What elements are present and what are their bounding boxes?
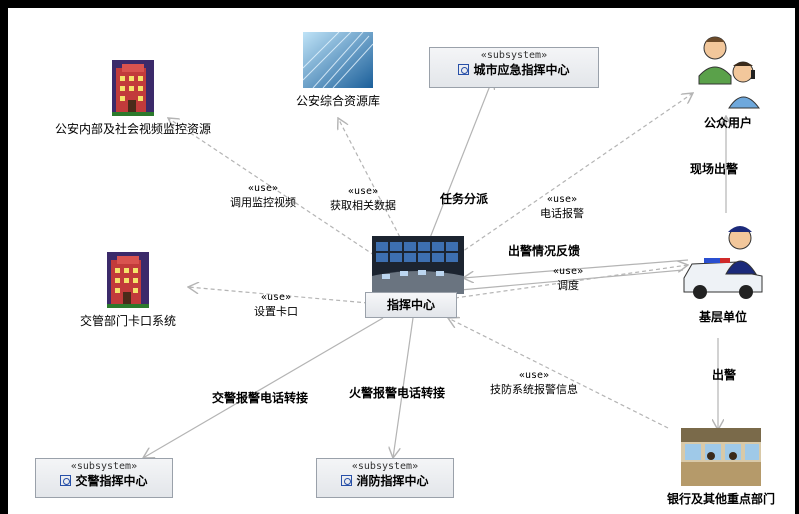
people-phone-icon	[698, 36, 760, 109]
subsystem-icon	[458, 64, 470, 75]
edge-set-checkpoint	[188, 287, 369, 304]
edge-get-data	[338, 118, 404, 244]
police-car-icon	[683, 226, 763, 299]
edge-task-dispatch	[427, 78, 493, 244]
control-room-image	[372, 236, 464, 294]
edge-alarm-info	[448, 318, 669, 429]
edge-stereotype: «use»	[247, 183, 279, 194]
node-traffic-checkpoint[interactable]: 交管部门卡口系统	[53, 252, 203, 329]
node-public-users[interactable]: 公众用户	[678, 32, 778, 131]
subsystem-fire-command[interactable]: «subsystem» 消防指挥中心	[316, 458, 454, 498]
edge-text: 电话报警	[540, 207, 584, 220]
node-label: 公安综合资源库	[295, 94, 380, 108]
edge-label-phone-report: «use» 电话报警	[540, 194, 584, 221]
subsystem-icon	[60, 475, 72, 486]
edge-text: 获取相关数据	[330, 199, 396, 212]
edge-stereotype: «use»	[347, 186, 379, 197]
stereotype-label: «subsystem»	[351, 461, 419, 472]
building-icon	[107, 252, 149, 308]
edge-schedule	[454, 265, 688, 299]
edge-stereotype: «use»	[518, 370, 550, 381]
connector-layer	[8, 8, 795, 514]
subsystem-title: 交警指挥中心	[36, 472, 172, 489]
subsystem-title: 城市应急指挥中心	[430, 61, 598, 78]
node-label: 公安内部及社会视频监控资源	[54, 122, 211, 136]
node-grassroots[interactable]: 基层单位	[673, 218, 773, 325]
edge-label-dispatch-feedback: 出警情况反馈	[508, 244, 581, 258]
node-bank[interactable]: 银行及其他重点部门	[648, 428, 794, 507]
edge-phone-report	[452, 93, 693, 259]
edge-text: 技防系统报警信息	[490, 383, 578, 396]
subsystem-traffic-command[interactable]: «subsystem» 交警指挥中心	[35, 458, 173, 498]
edge-label-dispatch: 出警	[712, 368, 737, 382]
diagram-canvas: 公安内部及社会视频监控资源 公安综合资源库 «subsystem» 城市应急指挥…	[8, 8, 795, 514]
edge-dispatch-feedback-2	[459, 269, 684, 291]
edge-call-video	[168, 118, 387, 264]
edge-label-task-dispatch: 任务分派	[440, 192, 489, 206]
building-icon	[112, 60, 154, 116]
node-command-center-image[interactable]	[372, 236, 464, 294]
subsystem-name: 城市应急指挥中心	[473, 63, 570, 77]
edge-label-set-checkpoint: «use» 设置卡口	[254, 292, 298, 319]
edge-label-field-dispatch: 现场出警	[690, 162, 739, 176]
edge-text: 设置卡口	[254, 305, 298, 318]
subsystem-title: 消防指挥中心	[317, 472, 453, 489]
subsystem-city-emergency[interactable]: «subsystem» 城市应急指挥中心	[429, 47, 599, 88]
edge-label-fire-transfer: 火警报警电话转接	[349, 386, 446, 400]
edge-stereotype: «use»	[553, 266, 584, 277]
edge-label-call-video: «use» 调用监控视频	[230, 183, 296, 210]
node-command-center[interactable]: 指挥中心	[365, 292, 457, 318]
node-public-security-video[interactable]: 公安内部及社会视频监控资源	[28, 60, 238, 137]
stereotype-label: «subsystem»	[480, 50, 548, 61]
edge-label-alarm-info: «use» 技防系统报警信息	[490, 370, 578, 397]
edge-label-get-data: «use» 获取相关数据	[330, 186, 396, 213]
node-label: 银行及其他重点部门	[666, 492, 775, 506]
node-label: 基层单位	[698, 310, 747, 324]
stereotype-label: «subsystem»	[70, 461, 138, 472]
node-public-security-db[interactable]: 公安综合资源库	[283, 31, 393, 109]
bank-counter-image	[681, 428, 761, 486]
edge-label-traffic-transfer: 交警报警电话转接	[212, 391, 309, 405]
edge-text: 调用监控视频	[230, 196, 296, 209]
node-label: 交管部门卡口系统	[79, 314, 176, 328]
node-label: 公众用户	[703, 116, 752, 130]
edge-text: 调度	[557, 279, 580, 292]
edge-traffic-transfer	[143, 317, 384, 458]
skyscraper-image	[302, 31, 374, 89]
edge-stereotype: «use»	[260, 292, 292, 303]
subsystem-name: 消防指挥中心	[356, 474, 429, 488]
subsystem-name: 交警指挥中心	[75, 474, 148, 488]
edge-stereotype: «use»	[546, 194, 578, 205]
edge-dispatch-feedback	[463, 259, 689, 278]
edge-label-schedule: «use» 调度	[553, 266, 583, 293]
subsystem-icon	[341, 475, 353, 486]
edge-fire-transfer	[393, 317, 414, 458]
